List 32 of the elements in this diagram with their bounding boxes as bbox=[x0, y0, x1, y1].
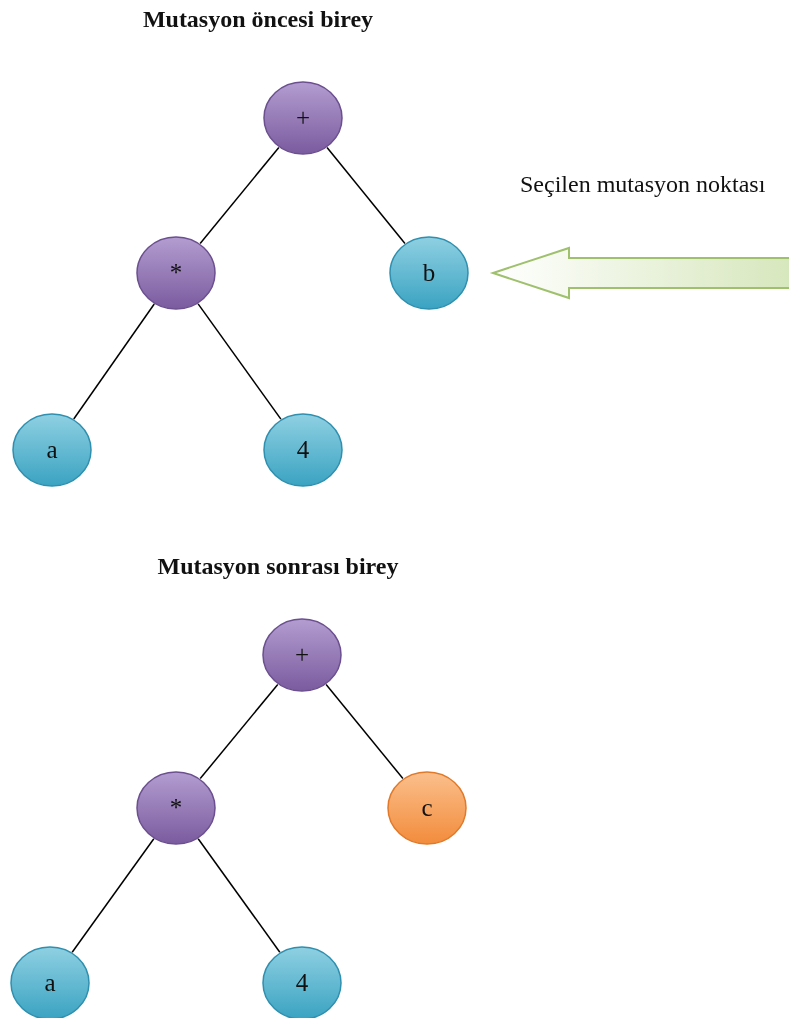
tree-node bbox=[263, 81, 343, 155]
node-label: + bbox=[294, 641, 310, 669]
connector-line bbox=[197, 838, 281, 953]
connector-line bbox=[197, 303, 282, 420]
node-label: b bbox=[422, 259, 436, 287]
connector-line bbox=[326, 146, 406, 245]
tree-node bbox=[263, 413, 343, 487]
tree-node bbox=[387, 771, 467, 845]
tree-node bbox=[262, 946, 342, 1018]
tree-node bbox=[262, 618, 342, 692]
tree-node bbox=[389, 236, 469, 310]
tree-heading: Mutasyon sonrası birey bbox=[156, 553, 400, 580]
connector-line bbox=[71, 838, 155, 953]
node-label: c bbox=[421, 794, 433, 822]
connector-line bbox=[199, 683, 279, 780]
tree-node bbox=[10, 946, 90, 1018]
tree-node bbox=[136, 236, 216, 310]
node-label: + bbox=[295, 104, 311, 132]
block-arrow bbox=[489, 246, 789, 300]
node-label: 4 bbox=[295, 969, 309, 997]
node-label: a bbox=[46, 436, 58, 464]
connector-line bbox=[73, 303, 155, 420]
node-label: * bbox=[169, 794, 183, 822]
connector-line bbox=[199, 146, 280, 245]
tree-node bbox=[12, 413, 92, 487]
connector-line bbox=[325, 683, 404, 780]
node-label: 4 bbox=[296, 436, 310, 464]
tree-node bbox=[136, 771, 216, 845]
annotation-text: Seçilen mutasyon noktası bbox=[520, 170, 766, 199]
tree-heading: Mutasyon öncesi birey bbox=[141, 6, 375, 33]
node-label: a bbox=[44, 969, 56, 997]
node-label: * bbox=[169, 259, 183, 287]
